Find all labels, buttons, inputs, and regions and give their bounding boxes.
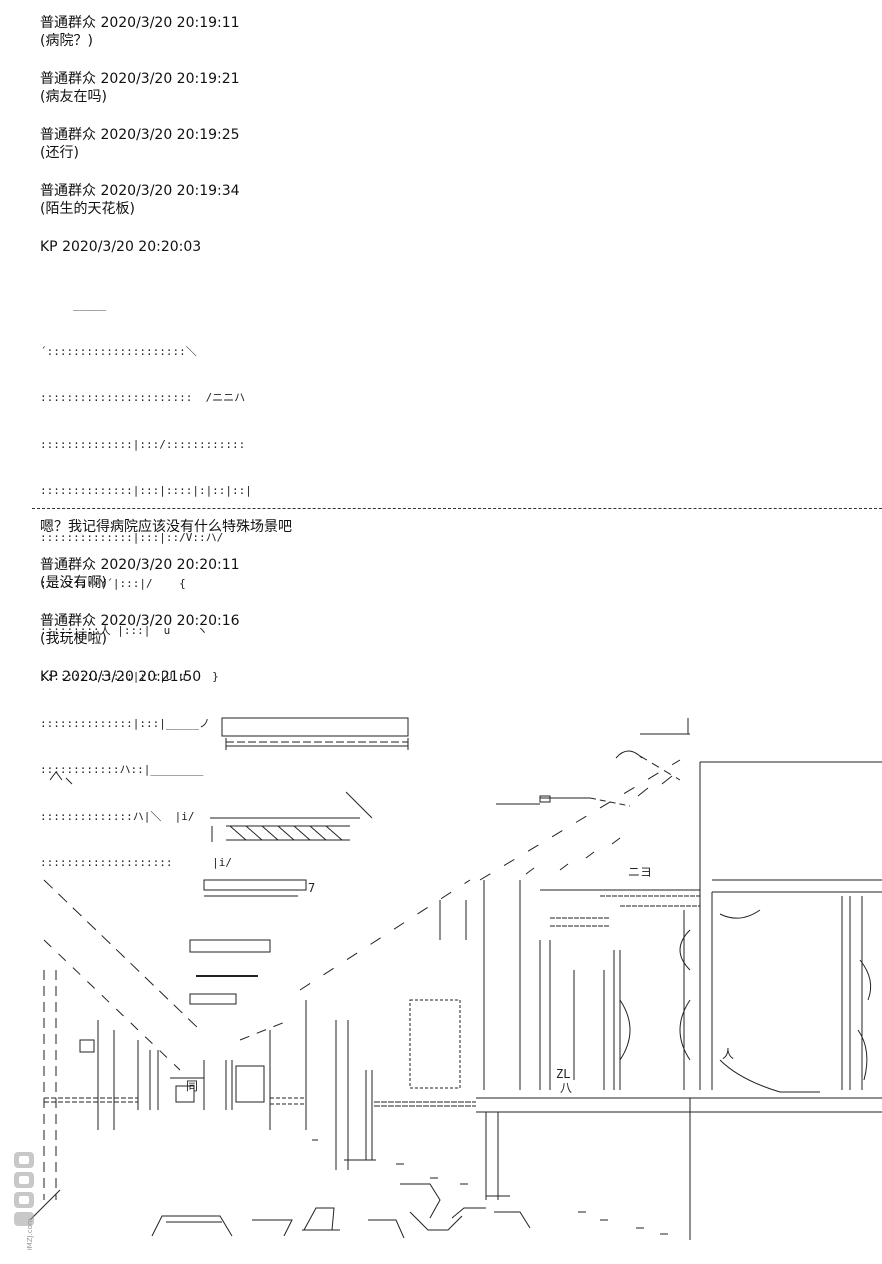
chat-message: KP 2020/3/20 20:20:03 — [40, 238, 860, 256]
ascii-art-line: ::::::::::::::|:::|::::|:|::|::| — [40, 484, 252, 497]
door-panel — [175, 1085, 195, 1103]
message-text: (我玩梗啦) — [40, 631, 107, 647]
message-header: KP 2020/3/20 20:21:50 — [40, 669, 202, 685]
chat-message: 普通群众 2020/3/20 20:20:11 (是没有啊) — [40, 556, 860, 592]
chat-message: 嗯？我记得病院应该没有什么特殊场景吧 — [40, 518, 860, 536]
ascii-art-line: ::::::::::::::::::::::: /ニニハ — [40, 391, 246, 404]
ascii-art-line: ::::::::::::::ハ|＼ |i/ — [40, 809, 195, 823]
chat-message: 普通群众 2020/3/20 20:19:21 (病友在吗) — [40, 70, 860, 106]
ascii-art-line: ::::::::::::::|:::/:::::::::::: — [40, 437, 246, 451]
ascii-art-line: ::::::::::::::|:::|::/V::ハ/ — [40, 530, 224, 544]
ascii-art-line: :::::::::Y´|:::|/ { — [40, 577, 186, 590]
ascii-art-line: ::::::::::::::|:::|U u } — [40, 670, 219, 683]
ascii-art-line: ::::::::::::ハ::|________ — [40, 763, 204, 776]
message-text: 嗯？我记得病院应该没有什么特殊场景吧 — [40, 519, 292, 535]
message-header: 普通群众 2020/3/20 20:19:25 — [40, 127, 240, 143]
watermark-text: DMZJ.com — [26, 1218, 34, 1250]
ascii-art-line: :::::::::::::::::::: |i/ — [40, 856, 233, 869]
message-text: (陌生的天花板) — [40, 201, 135, 217]
message-header: 普通群众 2020/3/20 20:19:11 — [40, 15, 240, 31]
message-header: 普通群众 2020/3/20 20:20:11 — [40, 557, 240, 573]
message-text: (病院？) — [40, 33, 93, 49]
message-text: (是没有啊) — [40, 575, 107, 591]
ascii-art-line: _____ — [40, 298, 107, 311]
chat-message: 普通群众 2020/3/20 20:20:16 (我玩梗啦) — [40, 612, 860, 648]
message-header: 普通群众 2020/3/20 20:19:21 — [40, 71, 240, 87]
dashed-divider — [32, 508, 882, 509]
chat-message: KP 2020/3/20 20:21:50 — [40, 668, 860, 686]
scene-mark-ba: 八 — [560, 1081, 572, 1095]
message-text: (病友在吗) — [40, 89, 107, 105]
chat-message: 普通群众 2020/3/20 20:19:34 (陌生的天花板) — [40, 182, 860, 218]
message-header: 普通群众 2020/3/20 20:19:34 — [40, 183, 240, 199]
scene-sign-text: ニヨ — [628, 865, 652, 879]
message-header: 普通群众 2020/3/20 20:20:16 — [40, 613, 240, 629]
ascii-art-hospital-scene: ニヨ 同 7 ZL 八 人 — [0, 700, 882, 1264]
ceiling-light — [221, 717, 409, 737]
watermark-logo: DMZJ.com — [12, 1150, 38, 1254]
message-header: KP 2020/3/20 20:20:03 — [40, 239, 202, 255]
scene-mark-zl: ZL — [556, 1067, 570, 1081]
ascii-art-line: ´:::::::::::::::::::::＼ — [40, 344, 197, 358]
scene-small-mark: 7 — [308, 881, 315, 895]
ascii-art-line: :::::::::人 |:::| u ヽ — [40, 623, 208, 637]
chat-log-top: 普通群众 2020/3/20 20:19:11 (病院？) 普通群众 2020/… — [40, 14, 860, 276]
scene-drawing: ニヨ 同 7 ZL 八 人 — [29, 717, 882, 1240]
scene-mark-ren: 人 — [722, 1047, 734, 1061]
watermark-graphic: DMZJ.com — [14, 1152, 34, 1254]
scene-door-label: 同 — [186, 1079, 198, 1093]
ascii-art-character: _____ ´:::::::::::::::::::::＼ ::::::::::… — [40, 266, 252, 886]
message-text: (还行) — [40, 145, 79, 161]
chat-message: 普通群众 2020/3/20 20:19:11 (病院？) — [40, 14, 860, 50]
chat-log-bottom: 嗯？我记得病院应该没有什么特殊场景吧 普通群众 2020/3/20 20:20:… — [40, 518, 860, 706]
ascii-art-line: ::::::::::::::|:::|_____ノ — [40, 716, 210, 730]
chat-message: 普通群众 2020/3/20 20:19:25 (还行) — [40, 126, 860, 162]
